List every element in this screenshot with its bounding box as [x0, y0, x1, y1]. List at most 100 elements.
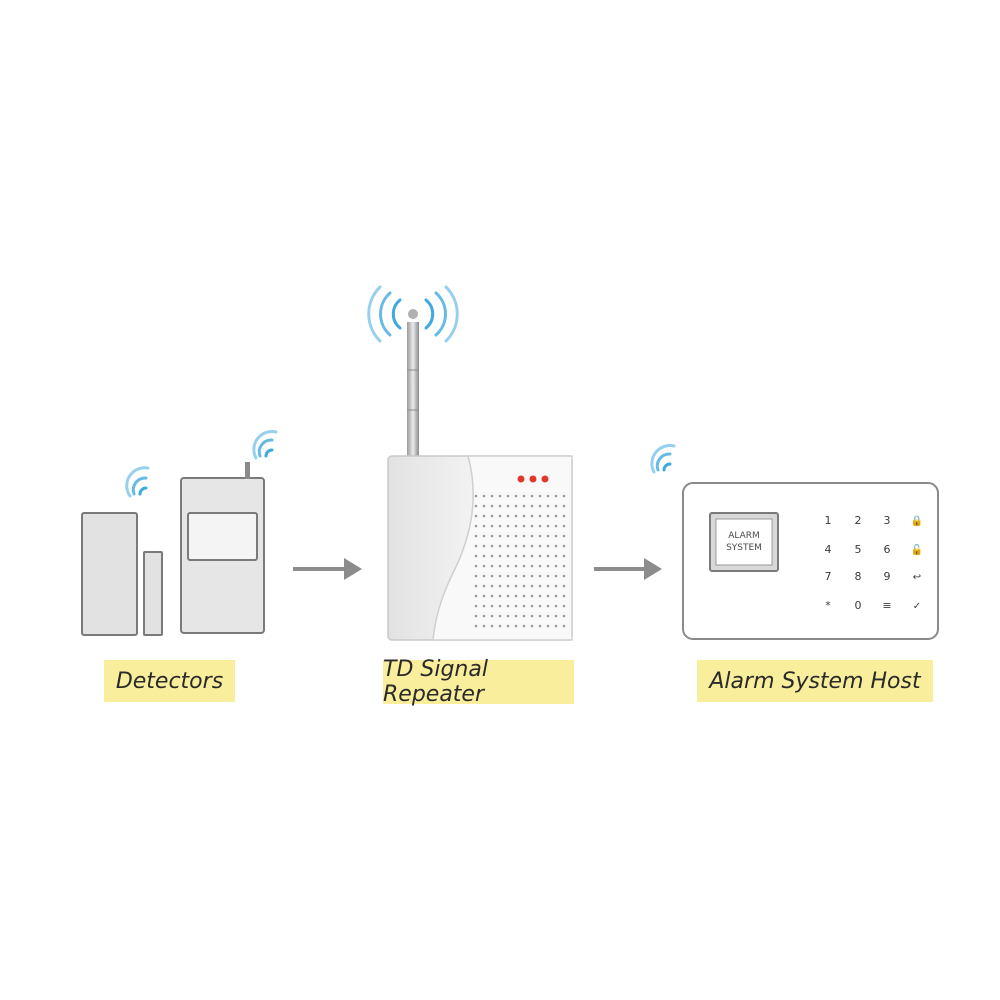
grille-hole: [514, 534, 518, 538]
grille-hole: [530, 544, 534, 548]
keypad-key: 7: [825, 570, 832, 583]
grille-hole: [490, 614, 494, 618]
grille-hole: [554, 524, 558, 528]
grille-hole: [554, 604, 558, 608]
grille-hole: [498, 604, 502, 608]
grille-hole: [522, 614, 526, 618]
grille-hole: [522, 554, 526, 558]
grille-hole: [474, 534, 478, 538]
grille-hole: [522, 524, 526, 528]
grille-hole: [514, 624, 518, 628]
grille-hole: [522, 624, 526, 628]
grille-hole: [538, 534, 542, 538]
grille-hole: [490, 584, 494, 588]
keypad-key: 8: [855, 570, 862, 583]
grille-hole: [546, 624, 550, 628]
grille-hole: [538, 514, 542, 518]
grille-hole: [530, 564, 534, 568]
keypad-key: ✓: [913, 601, 921, 612]
grille-hole: [530, 604, 534, 608]
grille-hole: [482, 594, 486, 598]
grille-hole: [554, 574, 558, 578]
grille-hole: [522, 594, 526, 598]
grille-hole: [562, 604, 566, 608]
repeater-led: [517, 475, 525, 483]
grille-hole: [514, 564, 518, 568]
grille-hole: [522, 494, 526, 498]
grille-hole: [490, 524, 494, 528]
grille-hole: [530, 624, 534, 628]
grille-hole: [482, 614, 486, 618]
door-sensor-magnet: [143, 551, 163, 636]
repeater-antenna: [407, 322, 419, 460]
grille-hole: [498, 544, 502, 548]
grille-hole: [562, 574, 566, 578]
grille-hole: [482, 554, 486, 558]
grille-hole: [506, 584, 510, 588]
grille-hole: [498, 624, 502, 628]
grille-hole: [490, 534, 494, 538]
grille-hole: [506, 574, 510, 578]
grille-hole: [530, 534, 534, 538]
grille-hole: [482, 604, 486, 608]
grille-hole: [474, 594, 478, 598]
grille-hole: [482, 624, 486, 628]
grille-hole: [474, 574, 478, 578]
grille-hole: [474, 544, 478, 548]
grille-hole: [498, 514, 502, 518]
grille-hole: [530, 514, 534, 518]
grille-hole: [490, 564, 494, 568]
grille-hole: [490, 494, 494, 498]
grille-hole: [530, 494, 534, 498]
grille-hole: [506, 594, 510, 598]
grille-hole: [482, 574, 486, 578]
grille-hole: [554, 494, 558, 498]
grille-hole: [554, 594, 558, 598]
grille-hole: [498, 524, 502, 528]
grille-hole: [554, 624, 558, 628]
grille-hole: [562, 594, 566, 598]
grille-hole: [554, 544, 558, 548]
keypad-key: *: [825, 599, 831, 612]
label-detectors: Detectors: [104, 660, 235, 702]
arrow-right-icon: [293, 558, 362, 580]
keypad-key: 9: [884, 570, 891, 583]
grille-hole: [482, 504, 486, 508]
grille-hole: [498, 494, 502, 498]
grille-hole: [490, 574, 494, 578]
grille-hole: [514, 604, 518, 608]
grille-hole: [506, 494, 510, 498]
detectors-group: [81, 462, 265, 636]
grille-hole: [562, 534, 566, 538]
grille-hole: [530, 574, 534, 578]
grille-hole: [490, 624, 494, 628]
grille-hole: [482, 544, 486, 548]
grille-hole: [506, 604, 510, 608]
grille-hole: [474, 494, 478, 498]
grille-hole: [538, 524, 542, 528]
grille-hole: [530, 554, 534, 558]
grille-hole: [474, 504, 478, 508]
grille-hole: [482, 564, 486, 568]
grille-hole: [522, 534, 526, 538]
grille-hole: [474, 584, 478, 588]
grille-hole: [490, 604, 494, 608]
grille-hole: [482, 584, 486, 588]
grille-hole: [562, 624, 566, 628]
keypad-key: ≡: [882, 599, 891, 612]
speaker-grille: [474, 494, 566, 628]
grille-hole: [474, 524, 478, 528]
grille-hole: [554, 514, 558, 518]
grille-hole: [546, 544, 550, 548]
keypad-key: 🔓: [911, 543, 923, 556]
grille-hole: [522, 574, 526, 578]
grille-hole: [522, 584, 526, 588]
grille-hole: [506, 614, 510, 618]
keypad-key: 6: [884, 543, 891, 556]
door-sensor-body: [81, 512, 138, 636]
arrow-right-icon: [594, 558, 662, 580]
grille-hole: [506, 544, 510, 548]
grille-hole: [514, 524, 518, 528]
grille-hole: [474, 614, 478, 618]
